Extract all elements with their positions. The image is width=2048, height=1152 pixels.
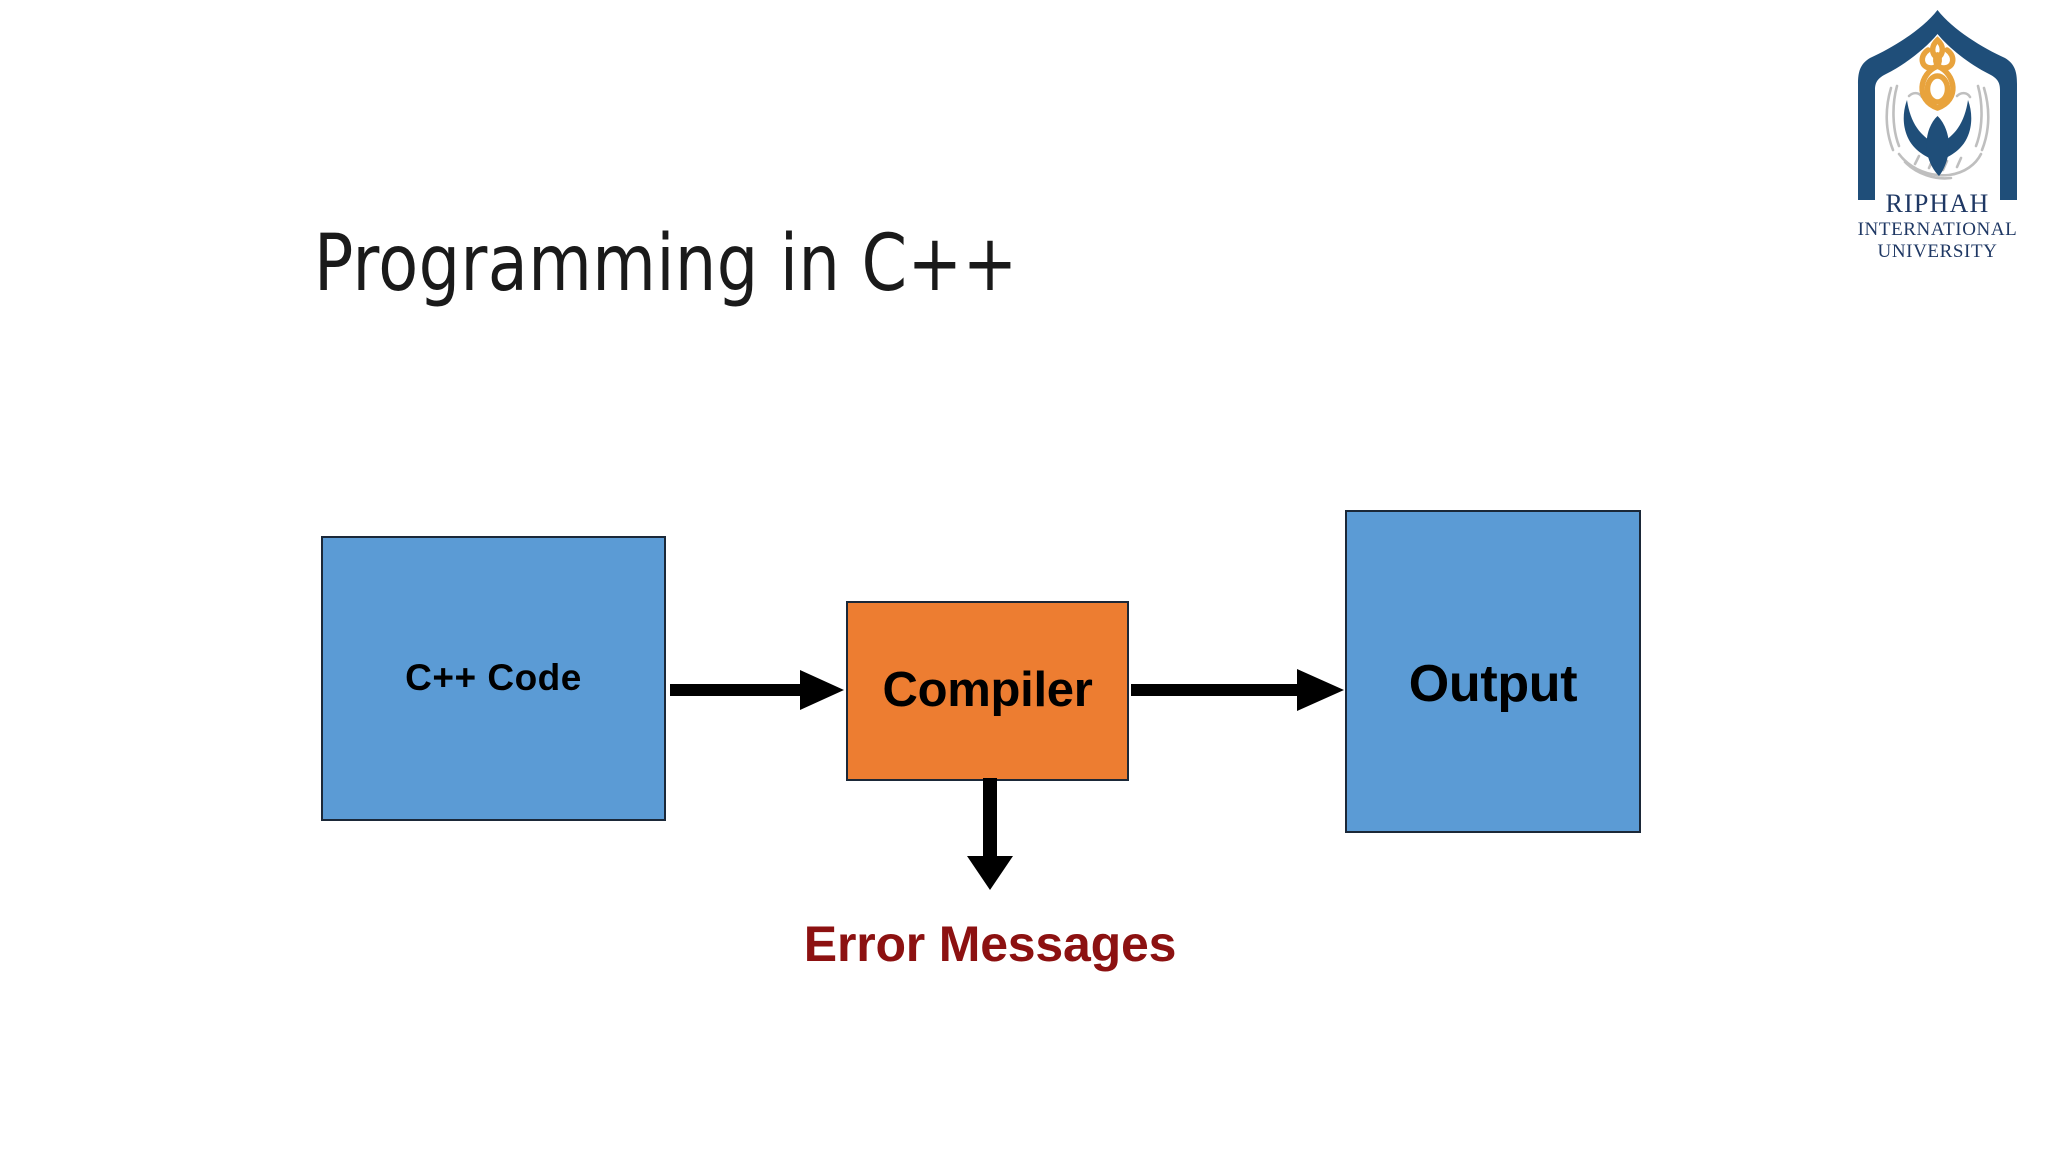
logo-flame-icon	[1919, 36, 1956, 111]
arrow-compiler-to-error-messages	[967, 778, 1013, 890]
flow-node-output-label: Output	[1408, 655, 1578, 713]
logo-word-riphah: RIPHAH	[1886, 189, 1990, 218]
logo-word-international: INTERNATIONAL	[1858, 219, 2018, 240]
flow-node-output: Output	[1345, 510, 1641, 833]
flow-node-cpp-code-label: C++ Code	[405, 657, 582, 699]
error-messages-label: Error Messages	[803, 916, 1177, 972]
arrow-code-to-compiler	[670, 670, 844, 710]
arrow-compiler-to-output	[1131, 669, 1344, 711]
riphah-university-logo: RIPHAH INTERNATIONAL UNIVERSITY	[1845, 4, 2030, 289]
logo-word-university: UNIVERSITY	[1878, 241, 1998, 262]
logo-hands-dove-icon	[1903, 100, 1972, 176]
flow-node-cpp-code: C++ Code	[321, 536, 666, 821]
page-title: Programming in C++	[314, 219, 1018, 309]
logo-arch-icon	[1858, 10, 2017, 200]
flow-node-compiler: Compiler	[846, 601, 1129, 781]
flow-node-compiler-label: Compiler	[882, 663, 1093, 718]
